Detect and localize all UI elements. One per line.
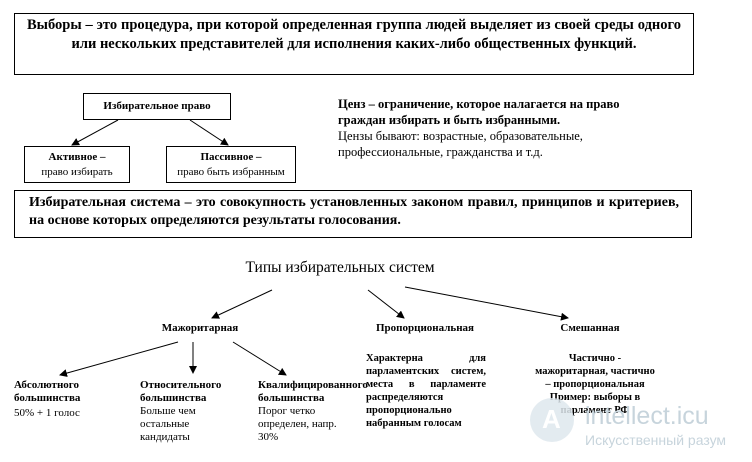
majoritarian-title: Мажоритарная — [161, 322, 239, 334]
types-title: Типы избирательных систем — [245, 259, 435, 276]
census-definition: Ценз – ограничение, которое налагается н… — [338, 97, 620, 127]
mixed-title: Смешанная — [560, 322, 620, 334]
active-right-box: Активное – право избирать — [24, 146, 130, 183]
proportional-desc: Характерна для парламентских систем, мес… — [366, 353, 486, 429]
electoral-right-label: Избирательное право — [103, 100, 211, 112]
watermark-logo-icon: A — [530, 398, 574, 442]
passive-right-title: Пассивное – — [200, 151, 262, 163]
arrow-to-majoritarian — [211, 289, 273, 319]
qualified-majority-title: Квалифицированного большинства — [258, 379, 368, 404]
active-right-subtitle: право избирать — [41, 166, 113, 178]
absolute-majority-block: Абсолютного большинства 50% + 1 голос — [14, 379, 114, 420]
elections-definition-box: Выборы – это процедура, при которой опре… — [14, 13, 694, 75]
arrow-to-qualified — [232, 341, 287, 376]
qualified-majority-block: Квалифицированного большинства Порог чет… — [258, 379, 368, 444]
electoral-right-box: Избирательное право — [83, 93, 231, 120]
census-types: Цензы бывают: возрастные, образовательны… — [338, 129, 583, 159]
census-block: Ценз – ограничение, которое налагается н… — [338, 96, 656, 160]
arrow-to-absolute — [59, 341, 179, 377]
passive-right-box: Пассивное – право быть избранным — [166, 146, 296, 183]
watermark-logo-letter: A — [542, 404, 561, 434]
relative-majority-title: Относительного большинства — [140, 379, 222, 404]
active-right-title: Активное – — [48, 151, 106, 163]
arrow-to-passive — [189, 119, 229, 146]
qualified-majority-desc: Порог четко определен, напр. 30% — [258, 405, 337, 443]
absolute-majority-desc: 50% + 1 голос — [14, 407, 80, 419]
elections-definition-text: Выборы – это процедура, при которой опре… — [27, 17, 681, 52]
absolute-majority-title: Абсолютного большинства — [14, 379, 81, 404]
arrow-to-active — [71, 119, 119, 146]
watermark-title: intellect.icu — [585, 402, 709, 430]
electoral-system-box: Избирательная система – это совокупность… — [14, 190, 692, 238]
watermark-subtitle: Искусственный разум — [585, 432, 727, 448]
mixed-desc: Частично - мажоритарная, частично – проп… — [535, 353, 655, 416]
relative-majority-block: Относительного большинства Больше чем ос… — [140, 379, 240, 444]
passive-right-subtitle: право быть избранным — [177, 166, 285, 178]
arrow-to-mixed — [404, 286, 569, 321]
relative-majority-desc: Больше чем остальные кандидаты — [140, 405, 196, 443]
arrow-to-proportional — [367, 289, 405, 319]
electoral-system-text: Избирательная система – это совокупность… — [29, 195, 679, 228]
proportional-title: Пропорциональная — [375, 322, 475, 334]
